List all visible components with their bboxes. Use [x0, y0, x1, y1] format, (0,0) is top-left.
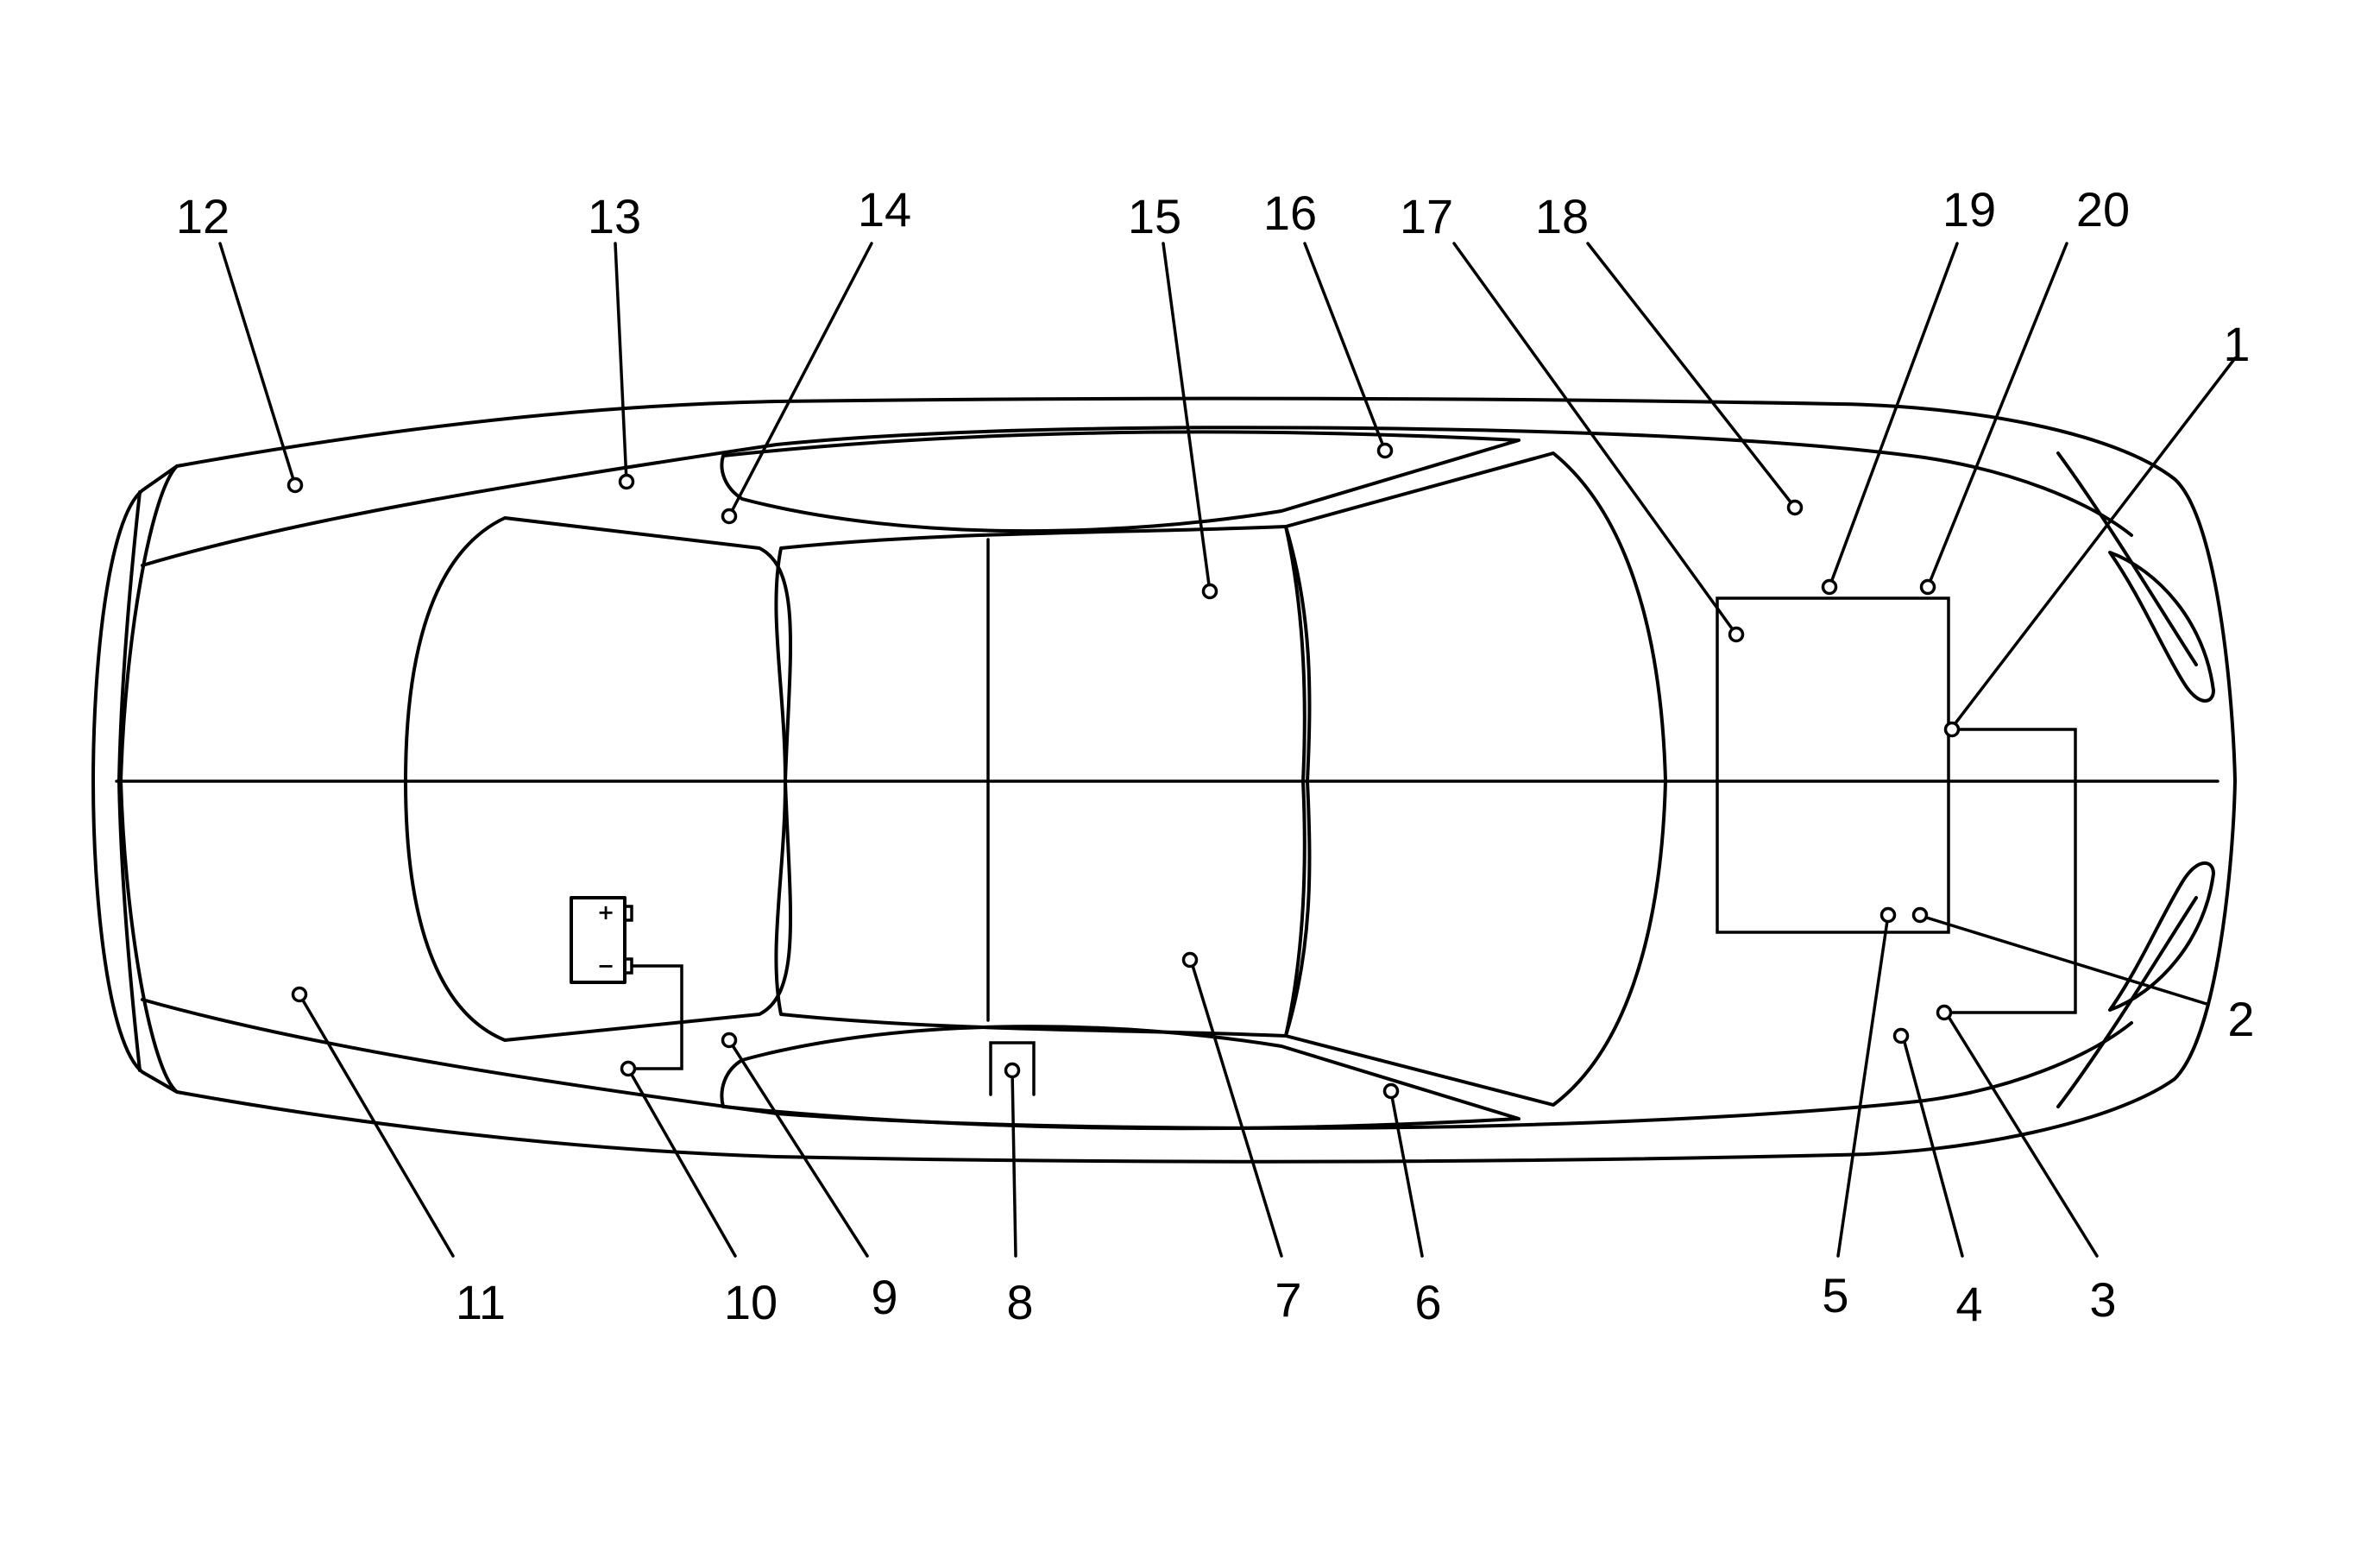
callout-20: 20 — [2076, 182, 2130, 237]
leader-13 — [614, 242, 628, 483]
vehicle-body — [91, 396, 2237, 1164]
callout-7: 7 — [1275, 1272, 1301, 1327]
windshield — [1284, 451, 1667, 1107]
callout-17: 17 — [1400, 189, 1453, 243]
callout-labels: 1 2 3 4 5 6 7 8 9 10 11 12 13 14 15 16 1… — [176, 182, 2255, 1331]
engine-compartment-lines — [1716, 596, 2077, 1014]
leader-4 — [1901, 1034, 1964, 1258]
callout-18: 18 — [1535, 189, 1589, 243]
battery-plus-symbol: + — [597, 900, 614, 924]
leader-18 — [1586, 242, 1797, 509]
harness-route — [1944, 728, 2077, 1014]
location-dot-10 — [620, 1060, 637, 1077]
rear-bumper-inner — [119, 464, 179, 1094]
callout-16: 16 — [1263, 186, 1317, 240]
callout-10: 10 — [724, 1275, 778, 1329]
location-dot-20 — [1919, 578, 1936, 596]
callout-1: 1 — [2223, 317, 2250, 371]
location-dot-1 — [1943, 721, 1961, 738]
location-dot-6 — [1382, 1082, 1400, 1100]
leader-3 — [1944, 1011, 2099, 1258]
leader-8 — [1011, 1069, 1017, 1258]
battery-icon — [570, 896, 626, 984]
callout-2: 2 — [2227, 992, 2254, 1046]
location-dot-9 — [721, 1032, 738, 1049]
location-dot-12 — [286, 476, 304, 494]
leader-7 — [1189, 958, 1283, 1258]
location-dot-13 — [618, 473, 635, 490]
body-inner-upper — [141, 426, 2133, 567]
location-dot-16 — [1376, 442, 1394, 459]
location-dot-17 — [1728, 626, 1745, 643]
battery-minus-symbol: − — [597, 954, 614, 978]
callout-3: 3 — [2089, 1272, 2116, 1327]
callout-13: 13 — [588, 189, 641, 243]
callout-6: 6 — [1414, 1275, 1441, 1329]
callout-8: 8 — [1006, 1275, 1033, 1329]
leader-6 — [1389, 1090, 1424, 1258]
location-dot-14 — [721, 508, 738, 525]
side-window-lower — [720, 1025, 1521, 1131]
underhood-module-outline — [1716, 596, 1950, 934]
callout-11: 11 — [456, 1275, 506, 1329]
rear-window — [404, 516, 793, 1042]
location-dot-2 — [1911, 906, 1929, 924]
location-dot-7 — [1181, 951, 1199, 969]
callout-15: 15 — [1128, 189, 1181, 243]
location-dot-19 — [1821, 578, 1838, 596]
leader-5 — [1836, 913, 1890, 1258]
location-dot-11 — [291, 986, 308, 1003]
leader-9 — [727, 1038, 869, 1258]
leader-20 — [1926, 242, 2068, 589]
location-dot-5 — [1879, 906, 1897, 924]
leader-2 — [1919, 914, 2208, 1006]
location-dot-8 — [1004, 1062, 1021, 1079]
leader-15 — [1162, 242, 1212, 593]
headlamp-upper — [2108, 551, 2215, 703]
callout-12: 12 — [176, 189, 230, 243]
leader-11 — [298, 993, 455, 1258]
connector-bracket — [989, 1041, 1036, 1096]
leader-14 — [727, 242, 873, 518]
leader-19 — [1828, 242, 1959, 589]
leader-1 — [1950, 357, 2237, 729]
location-dot-3 — [1936, 1004, 1953, 1021]
battery: + − — [570, 896, 683, 1070]
body-inner-lower — [141, 998, 2133, 1130]
callout-9: 9 — [871, 1270, 897, 1324]
callout-19: 19 — [1942, 182, 1996, 237]
glass-and-roof — [404, 430, 1667, 1131]
callout-4: 4 — [1955, 1277, 1982, 1331]
leader-10 — [626, 1067, 737, 1258]
leader-16 — [1303, 242, 1387, 452]
leader-17 — [1452, 242, 1738, 636]
leader-12 — [218, 242, 297, 487]
location-dot-4 — [1892, 1027, 1910, 1044]
battery-terminal-positive — [623, 905, 633, 922]
side-window-upper — [720, 430, 1521, 533]
callout-14: 14 — [858, 182, 911, 237]
location-dot-15 — [1201, 583, 1218, 600]
battery-cable — [626, 964, 683, 1070]
location-dot-18 — [1786, 499, 1804, 516]
headlamp-lower — [2108, 861, 2215, 1012]
leader-lines — [218, 242, 2237, 1258]
location-dots — [286, 442, 1961, 1100]
callout-5: 5 — [1822, 1268, 1848, 1322]
